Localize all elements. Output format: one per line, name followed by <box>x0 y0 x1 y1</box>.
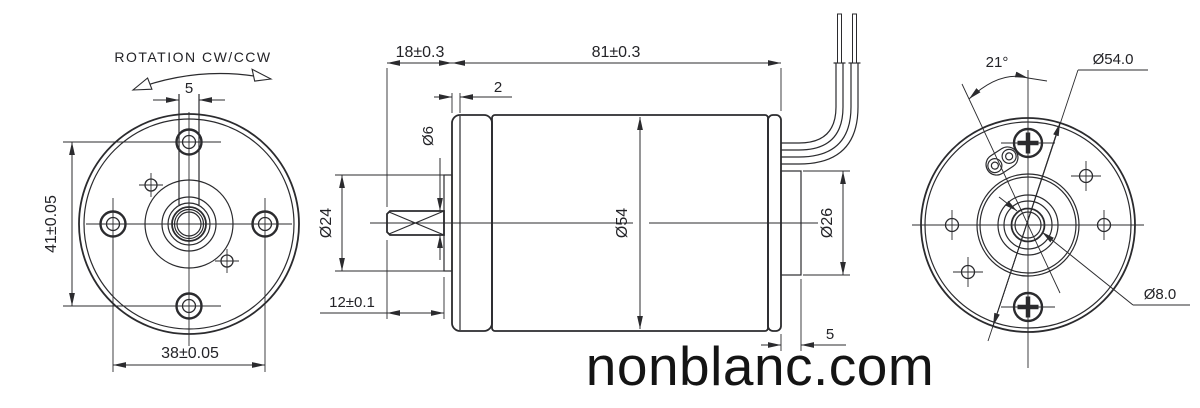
side-view: 18±0.3 81±0.3 2 Ø6 Ø24 <box>318 13 861 351</box>
wire-stripped-end-1 <box>837 13 842 64</box>
dim-12-text: 12±0.1 <box>329 294 375 311</box>
dim-81-text: 81±0.3 <box>592 44 641 61</box>
dim-wire-angle: 21° <box>961 54 1061 294</box>
dim-slot-width: 5 <box>153 80 225 103</box>
dim-rear-outer-diameter: Ø54.0 <box>987 51 1148 342</box>
dim-2-text: 2 <box>494 79 502 96</box>
front-pilot-hole-upper <box>139 173 163 197</box>
dim-hole-spacing-horizontal: 38±0.05 <box>112 240 266 372</box>
dim-body-length: 81±0.3 <box>452 44 782 111</box>
rear-boss <box>780 170 802 276</box>
dim-d80-text: Ø8.0 <box>1144 286 1177 303</box>
dim-shaft-length: 12±0.1 <box>320 240 445 319</box>
front-view: ROTATION CW/CCW <box>43 49 300 372</box>
dim-front-length: 18±0.3 <box>386 44 452 207</box>
rear-screw-top <box>1001 127 1055 159</box>
dim-38-text: 38±0.05 <box>161 345 219 362</box>
dim-front-boss-diameter: Ø24 <box>318 174 444 272</box>
lead-wires <box>781 13 861 165</box>
rotation-arrow-left-head <box>131 77 153 91</box>
dim-41-text: 41±0.05 <box>43 195 60 253</box>
front-mounting-hole-bottom <box>157 292 221 320</box>
dim-slot-width-text: 5 <box>185 80 193 97</box>
dim-rear-boss-diameter: Ø26 <box>803 170 850 276</box>
dim-d26-text: Ø26 <box>819 208 836 238</box>
watermark-text: nonblanc.com <box>586 335 934 397</box>
rear-screw-bottom <box>1001 291 1055 323</box>
front-mounting-hole-top <box>157 128 221 156</box>
dim-d540-text: Ø54.0 <box>1093 51 1134 68</box>
rotation-arrow-right-head <box>251 68 273 82</box>
dim-d6-text: Ø6 <box>420 126 437 146</box>
dim-21deg-text: 21° <box>986 54 1009 71</box>
dim-hub-diameter: Ø8.0 <box>998 196 1190 306</box>
rear-hole-upper-right <box>1071 161 1101 191</box>
wire-stripped-end-2 <box>852 13 857 64</box>
rear-hole-lower-left <box>953 257 983 287</box>
rear-hole-right <box>1096 210 1112 240</box>
dim-face-lip: 2 <box>434 79 512 113</box>
rear-hole-left <box>944 210 960 240</box>
dim-5-rear-text: 5 <box>826 326 834 343</box>
dim-d54-text: Ø54 <box>614 208 631 238</box>
dim-d24-text: Ø24 <box>318 208 335 238</box>
rotation-arrow-arc <box>132 72 272 91</box>
dim-rear-boss-length: 5 <box>761 279 846 351</box>
rear-view: 21° Ø54.0 Ø8.0 <box>912 51 1190 368</box>
rotation-direction-label: ROTATION CW/CCW <box>114 49 271 65</box>
dim-hole-spacing-vertical: 41±0.05 <box>43 141 162 307</box>
dim-body-diameter: Ø54 <box>614 117 643 329</box>
dim-shaft-diameter: Ø6 <box>420 126 443 260</box>
front-pilot-hole-lower <box>215 249 239 273</box>
dim-18-text: 18±0.3 <box>396 44 445 61</box>
wire-grommet <box>985 146 1019 176</box>
